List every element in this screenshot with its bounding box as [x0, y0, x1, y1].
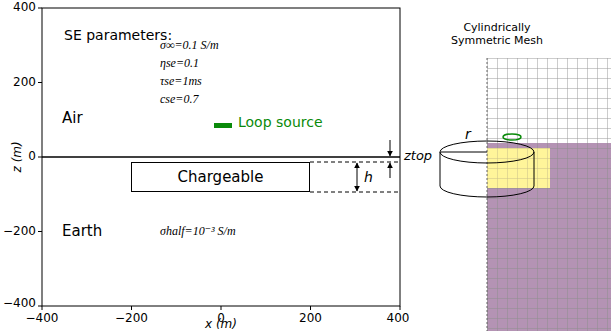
loop-source [214, 123, 232, 128]
tick-marks [38, 8, 400, 310]
label: 0 [28, 150, 36, 164]
symmetry-axis [487, 58, 488, 331]
dimension-arrow [390, 140, 391, 156]
label: 200 [299, 312, 322, 326]
cylinder [440, 141, 534, 197]
label: z (m) [11, 141, 25, 172]
loop-icon [503, 134, 521, 140]
label: −400 [3, 297, 36, 311]
mesh-earth [487, 143, 611, 331]
dimension-arrow [357, 163, 358, 191]
label: ηse=0.1 [160, 57, 199, 71]
label: ztop [404, 149, 432, 164]
dash-line [310, 192, 398, 193]
dash-line [310, 162, 398, 163]
label: σ∞=0.1 S/m [160, 39, 219, 53]
mesh-air [487, 58, 611, 143]
label: 400 [13, 1, 36, 15]
label: τse=1ms [160, 75, 202, 89]
label: SE parameters: [64, 27, 172, 43]
axes-frame [42, 8, 400, 306]
label: −200 [115, 312, 148, 326]
label: Loop source [238, 114, 323, 130]
label: h [364, 169, 373, 185]
label: 400 [387, 312, 410, 326]
label: Air [62, 110, 83, 127]
chargeable-box: Chargeable [131, 162, 310, 192]
label: cse=0.7 [160, 93, 198, 107]
label: x (m) [205, 318, 237, 331]
dimension-arrow [390, 163, 391, 178]
label: −400 [26, 312, 59, 326]
label: σhalf=10⁻³ S/m [160, 225, 236, 239]
label: −200 [3, 225, 36, 239]
node-text: Chargeable [178, 168, 264, 186]
ground-line [42, 156, 400, 158]
label: Cylindrically Symmetric Mesh [441, 22, 553, 47]
label: r [465, 126, 471, 142]
label: Earth [62, 223, 102, 240]
mesh-chargeable [487, 148, 550, 188]
label: 200 [13, 76, 36, 90]
